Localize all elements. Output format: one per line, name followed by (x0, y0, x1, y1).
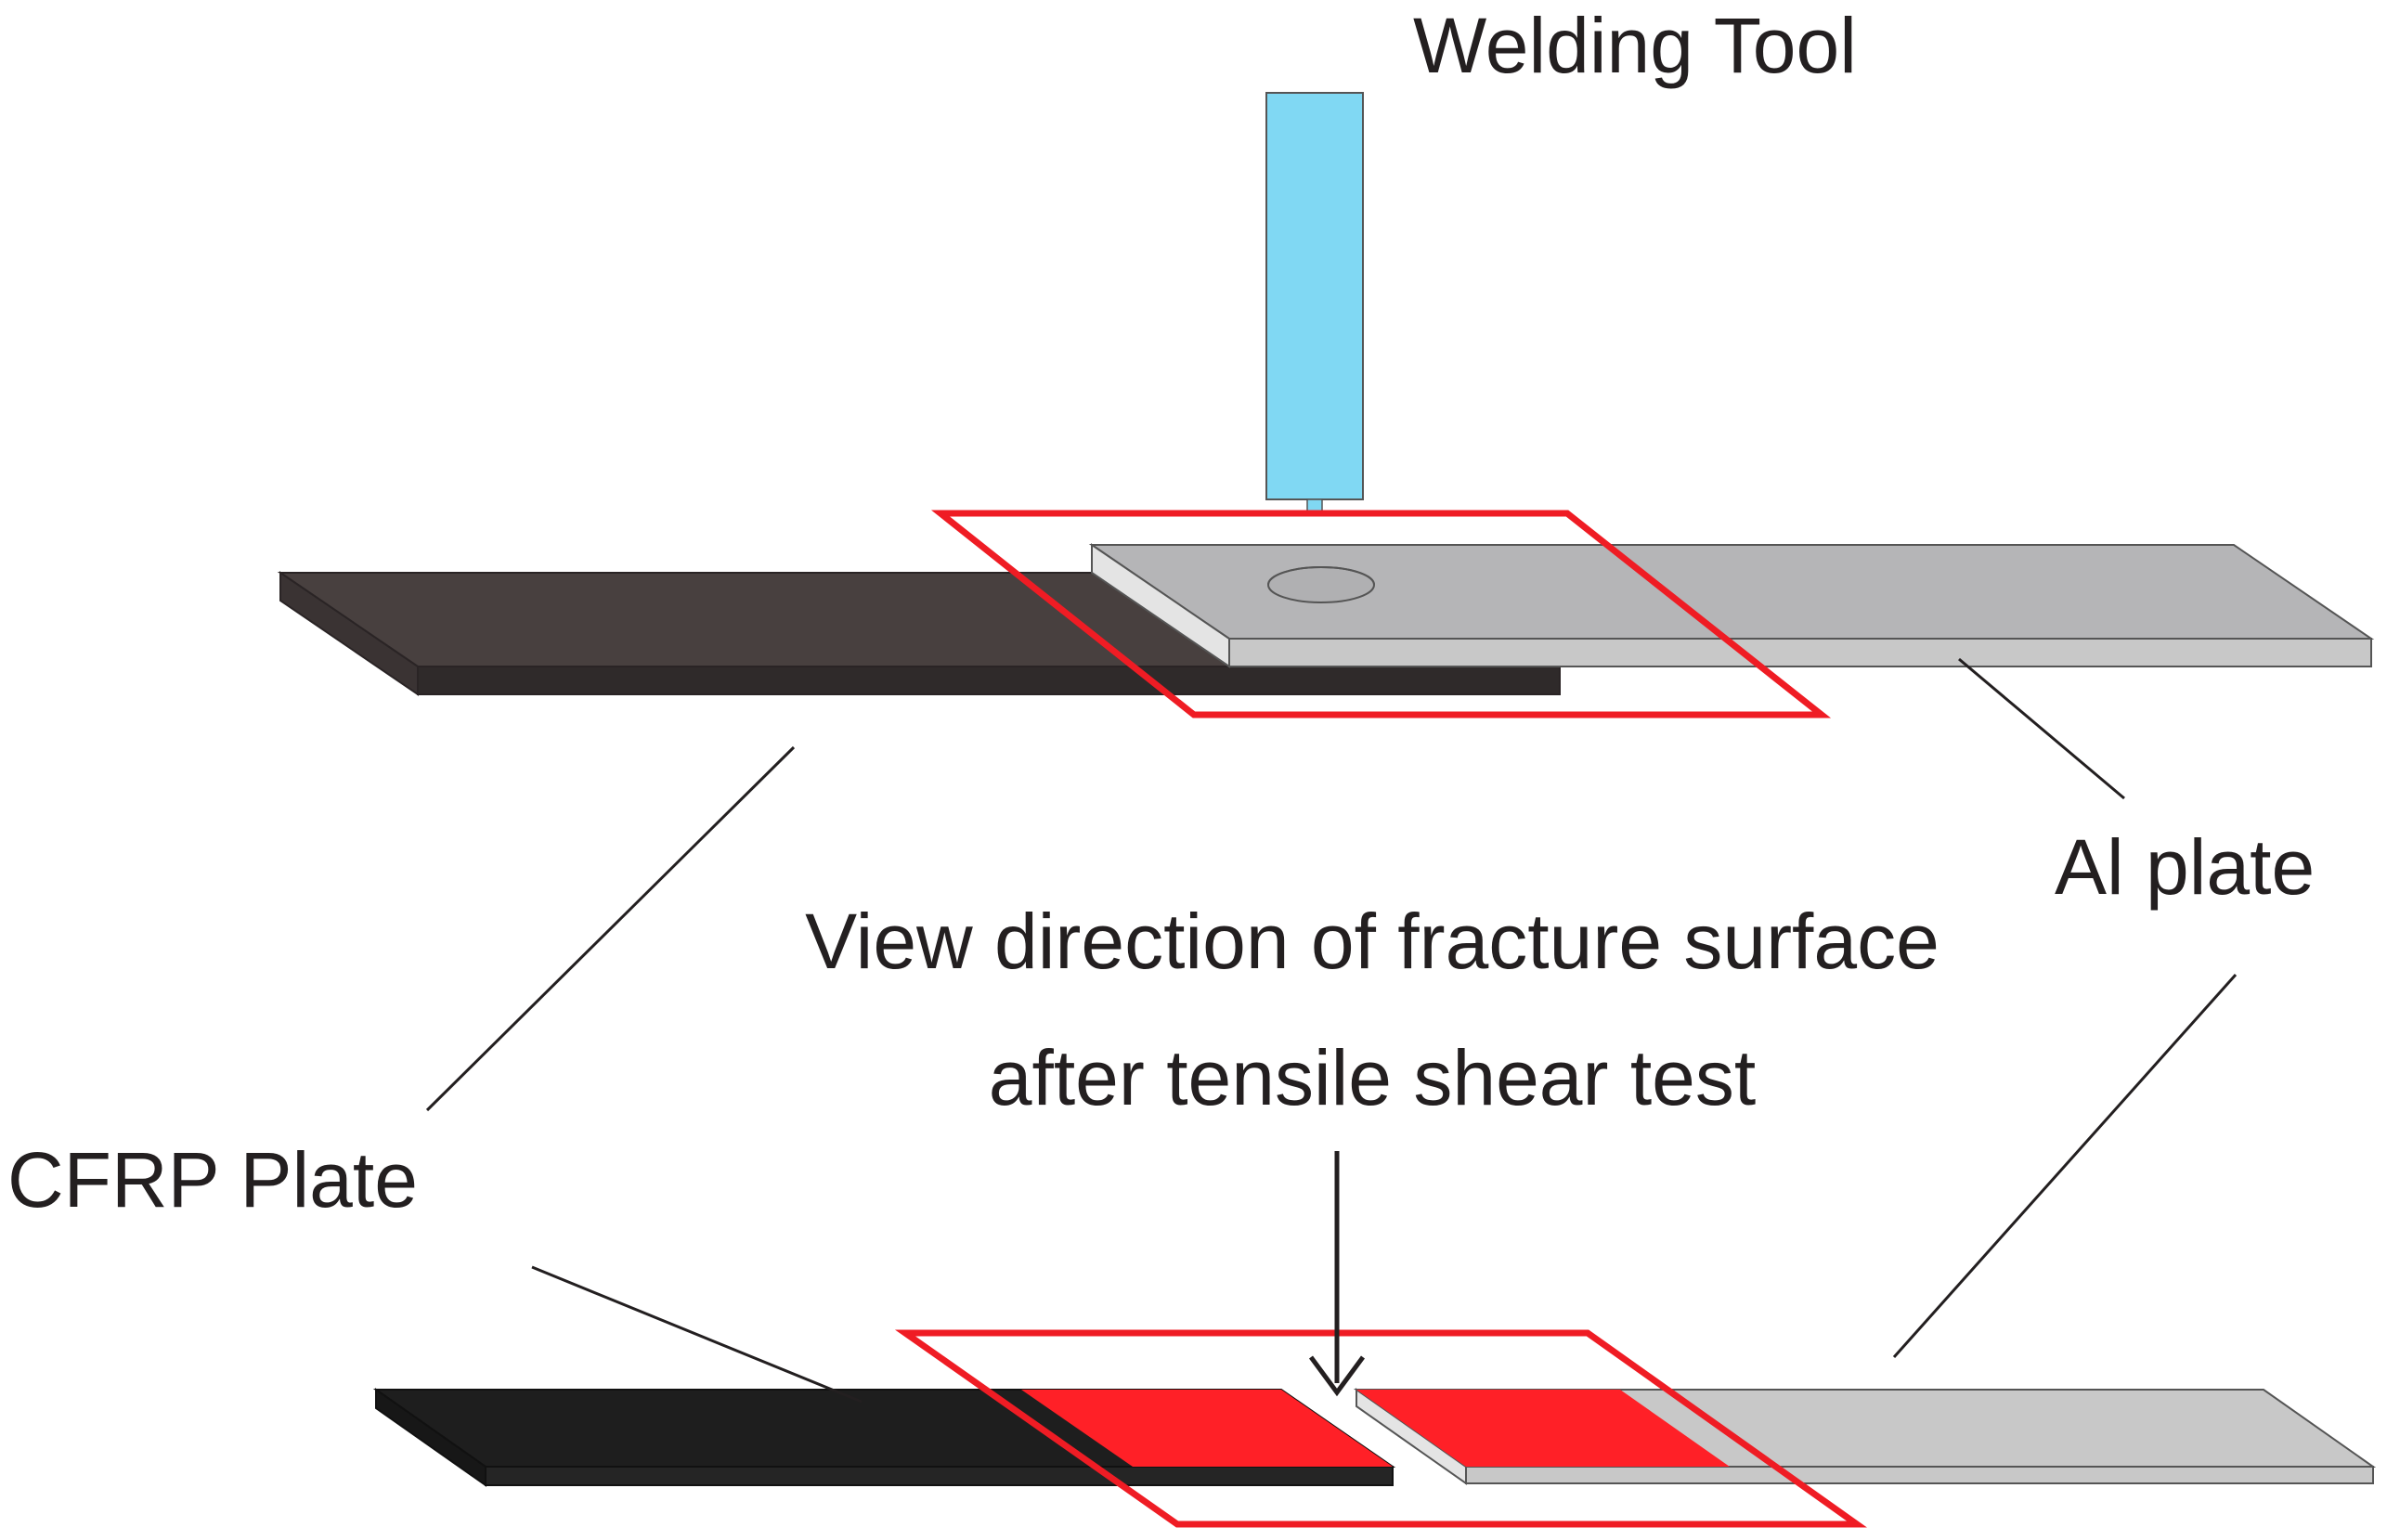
leader-al-bottom (1892, 974, 2238, 1358)
al-plate-bottom (1353, 1388, 2377, 1485)
welding-tool-label: Welding Tool (1413, 2, 1857, 89)
view-direction-label-line2: after tensile shear test (989, 1034, 1756, 1121)
cfrp-plate-bottom-front (485, 1466, 1394, 1486)
view-direction-arrow (1308, 1151, 1366, 1397)
cfrp-plate-top-front (417, 666, 1561, 695)
al-plate-label: Al plate (2055, 823, 2315, 911)
welding-tool-body (1265, 92, 1364, 500)
view-direction-label-line1: View direction of fracture surface (805, 898, 1939, 985)
al-plate-bottom-front (1465, 1466, 2374, 1484)
highlight-frame-bottom (894, 1329, 1867, 1528)
al-plate-top (1088, 543, 2375, 668)
top-assembly (277, 92, 2375, 718)
leader-cfrp-bottom (531, 1265, 863, 1404)
leader-lines (425, 657, 2238, 1404)
view-direction-arrow-head (1308, 1355, 1366, 1397)
weld-spot-rim (1267, 566, 1375, 586)
cfrp-fracture-area (1021, 1390, 1393, 1467)
cfrp-plate-label: CFRP Plate (7, 1136, 418, 1223)
cfrp-plate-bottom (372, 1388, 1396, 1487)
highlight-frame-top (930, 510, 1832, 718)
al-plate-top-front (1228, 638, 2372, 667)
al-fracture-area (1356, 1390, 1730, 1467)
bottom-assembly (372, 1329, 2377, 1528)
welding-tool (1265, 92, 1364, 513)
leader-al-top (1958, 657, 2125, 800)
leader-cfrp-top (425, 745, 796, 1112)
